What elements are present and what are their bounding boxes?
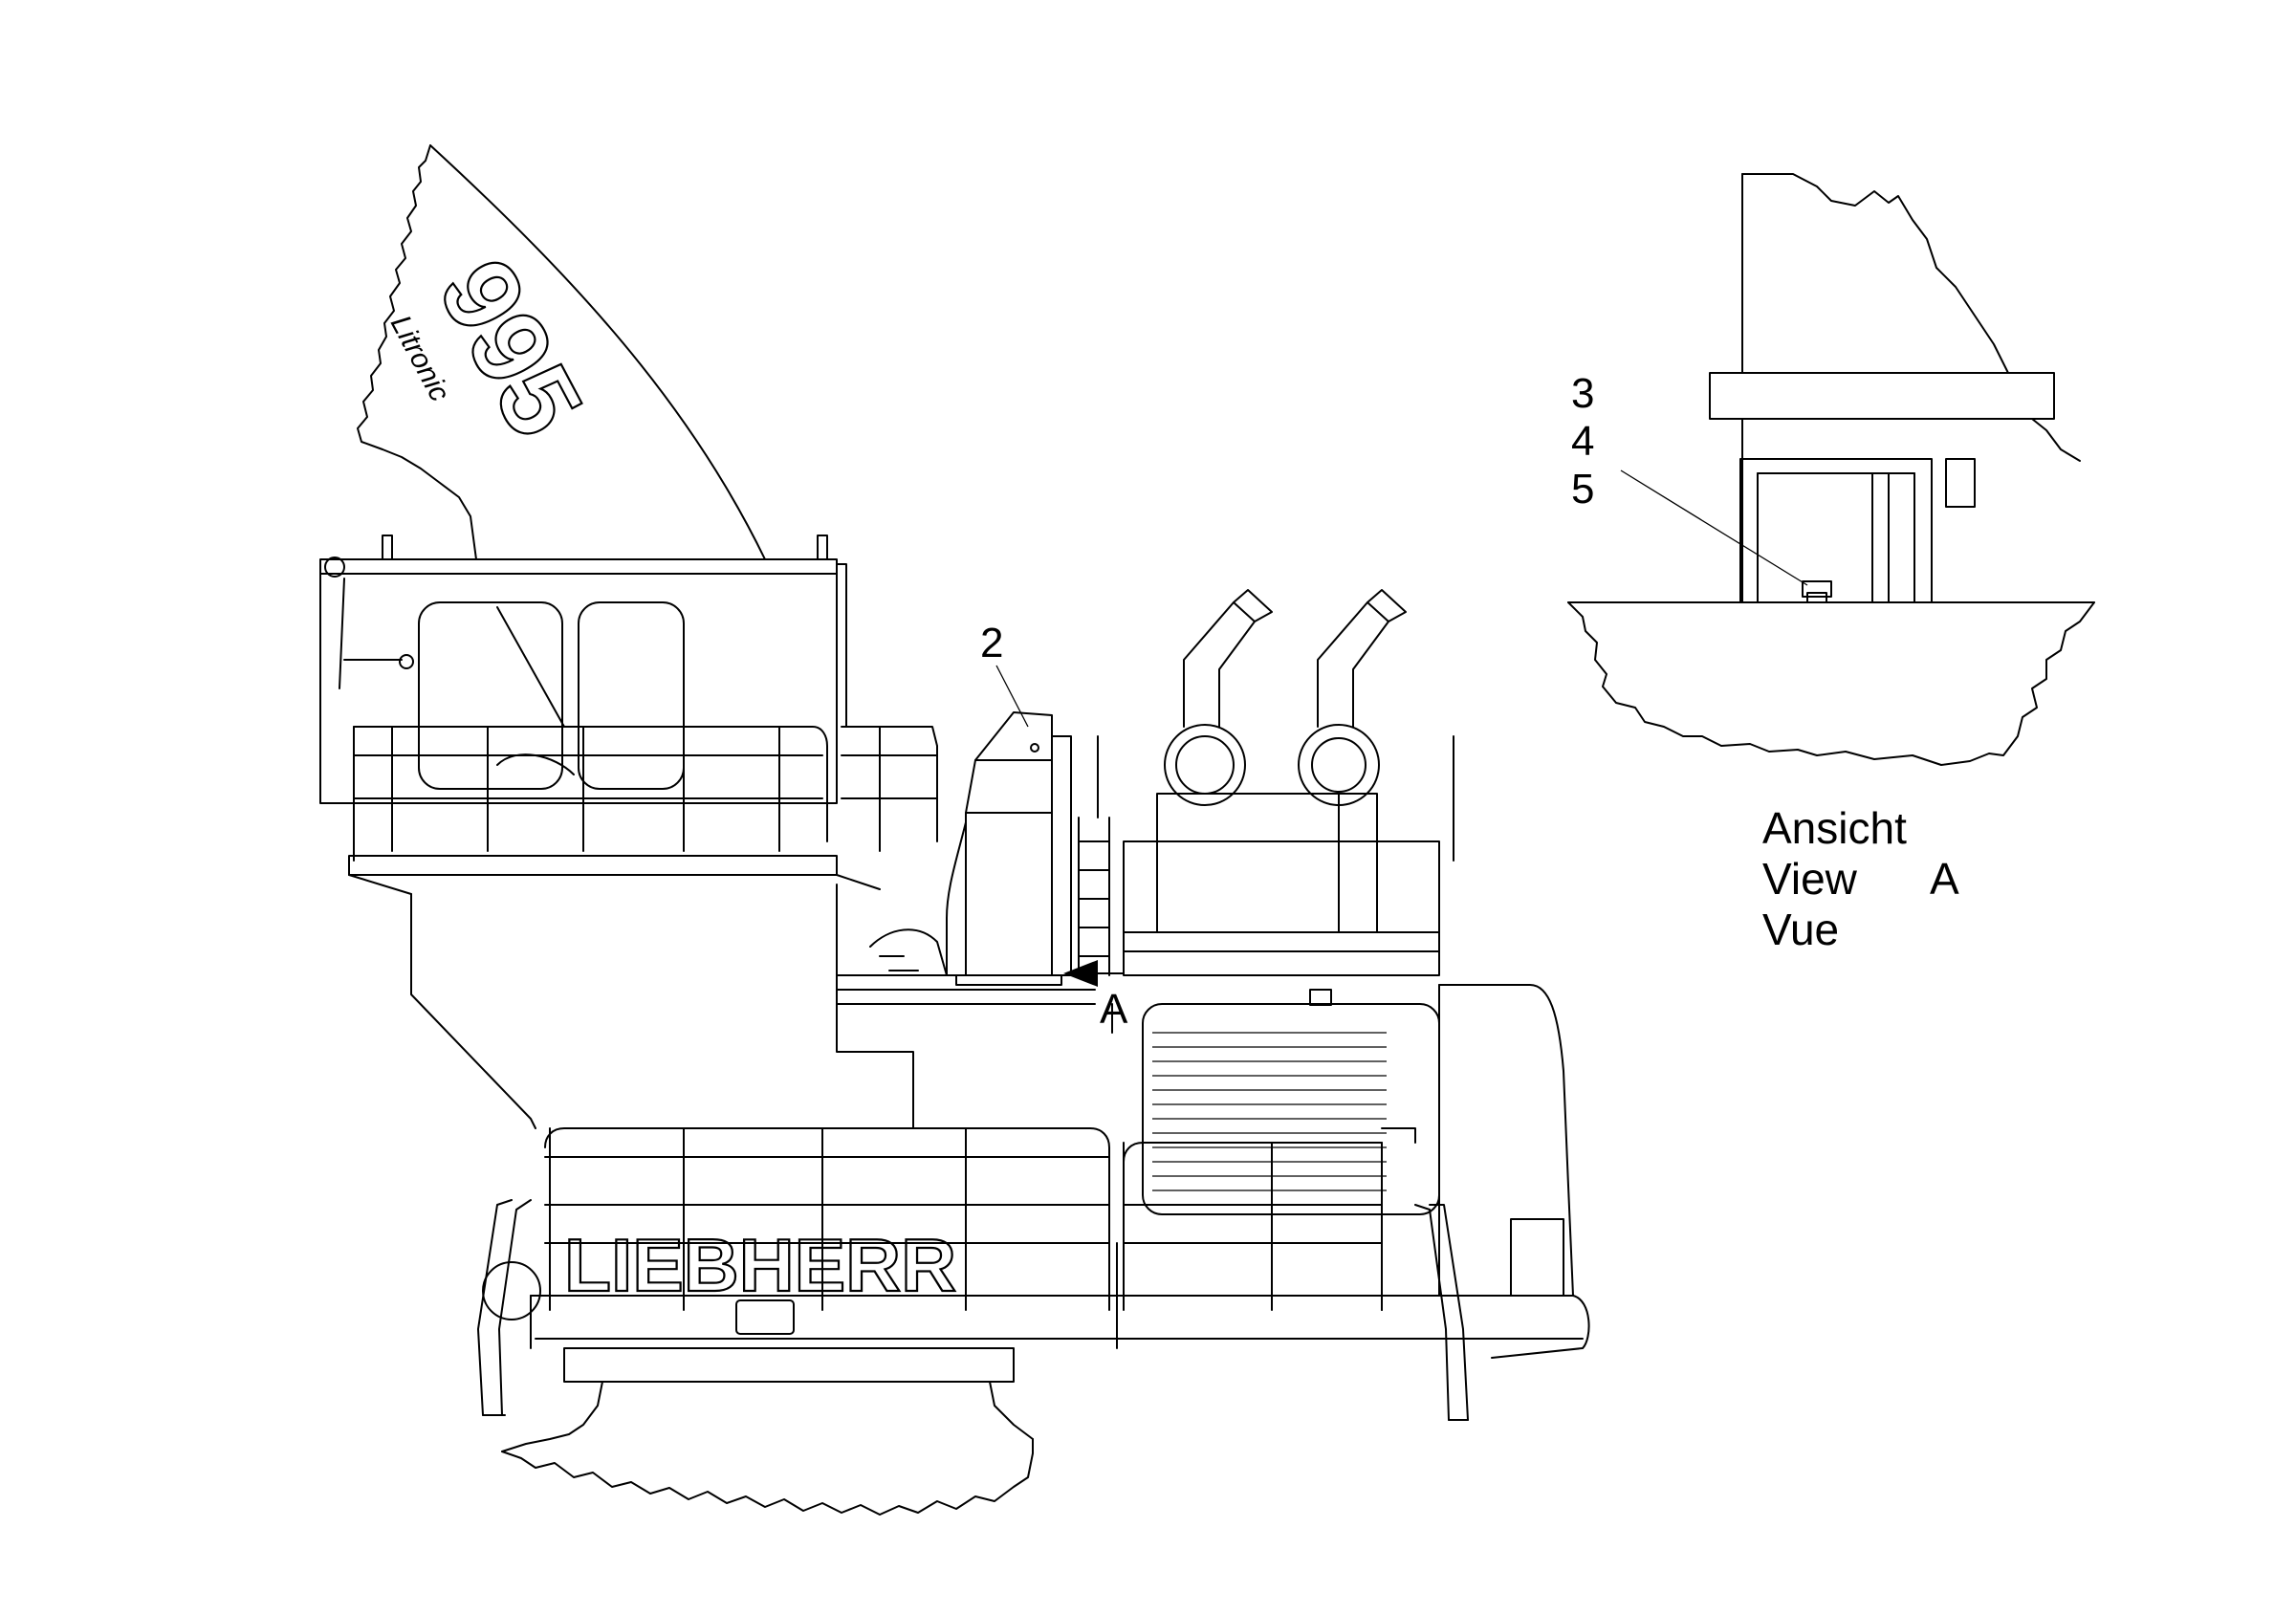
svg-text:A: A: [1930, 854, 1959, 904]
boom-model-lettering: 995 Litronic: [384, 240, 606, 456]
rear-housing: [1142, 984, 1574, 1297]
operator-cab: [319, 535, 847, 804]
view-a-arrow: A: [1063, 960, 1128, 1034]
svg-text:995: 995: [416, 241, 605, 455]
svg-text:Ansicht: Ansicht: [1762, 803, 1907, 853]
callout-item-5: 5: [1571, 466, 1594, 513]
callout-item-2: 2: [980, 620, 1029, 728]
brand-lettering: LIEBHERR: [563, 1222, 957, 1308]
callout-item-3: 3: [1571, 370, 1594, 417]
view-a-marker-label: A: [1100, 986, 1128, 1033]
upper-walkway-railing: [348, 726, 938, 895]
turbocharger-right: [1298, 589, 1407, 806]
callout-item-4: 4: [1571, 418, 1594, 465]
radiator-grille: [1152, 1032, 1387, 1191]
view-caption: Ansicht View A Vue: [1762, 803, 1959, 954]
undercarriage-break: [501, 1381, 1034, 1516]
engine-block: [1123, 735, 1454, 976]
svg-text:View: View: [1762, 854, 1858, 904]
lower-body: LIEBHERR: [482, 1222, 1590, 1383]
boom-section: 995 Litronic: [357, 144, 766, 560]
svg-text:LIEBHERR: LIEBHERR: [564, 1223, 956, 1307]
turbocharger-left: [1164, 589, 1273, 806]
filter-housing: [869, 711, 1072, 986]
access-ladder: [1078, 735, 1110, 976]
svg-text:2: 2: [980, 620, 1003, 666]
lower-walkway-railing: [544, 1127, 1416, 1311]
side-ladders: [477, 1199, 1469, 1421]
svg-text:Vue: Vue: [1762, 905, 1839, 954]
view-a-detail: [1567, 173, 2095, 766]
